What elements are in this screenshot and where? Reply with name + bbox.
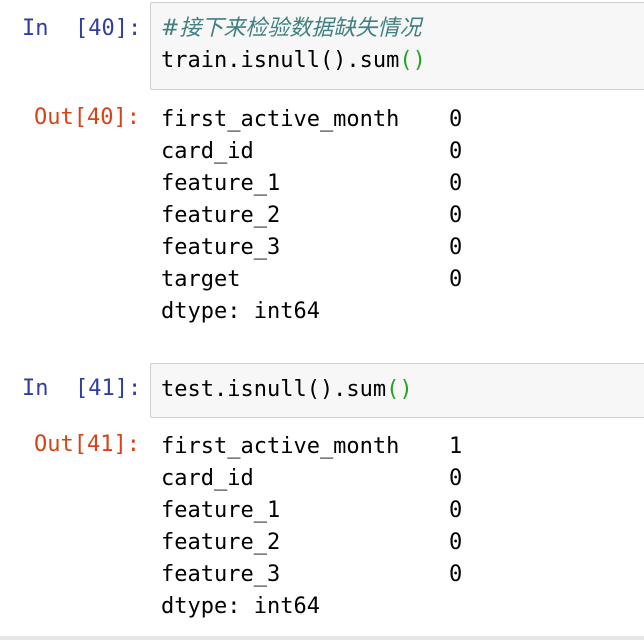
output-row-label: feature_3 <box>161 235 281 260</box>
output-row-label: feature_2 <box>161 203 281 228</box>
code-line: test.isnull().sum() <box>161 374 413 406</box>
output-row-value: 0 <box>449 203 463 228</box>
output-row-label: feature_3 <box>161 562 281 587</box>
matching-parens: () <box>399 48 426 73</box>
matching-parens: () <box>386 377 413 402</box>
code-line: train.isnull().sum() <box>161 45 426 77</box>
code-input-area[interactable]: test.isnull().sum() <box>150 363 644 418</box>
output-row-label: card_id <box>161 139 254 164</box>
output-row-value: 0 <box>449 267 463 292</box>
output-row-value: 0 <box>449 466 463 491</box>
output-row-label: card_id <box>161 466 254 491</box>
code-text: train.isnull().sum <box>161 48 400 73</box>
output-dtype: dtype: int64 <box>161 594 320 619</box>
output-row-value: 0 <box>449 107 463 132</box>
code-comment: #接下来检验数据缺失情况 <box>161 16 422 41</box>
notebook-cell-40[interactable]: In [40]: #接下来检验数据缺失情况 train.isnull().sum… <box>0 0 644 340</box>
output-row-label: feature_2 <box>161 530 281 555</box>
output-row-value: 1 <box>449 434 463 459</box>
output-row-value: 0 <box>449 139 463 164</box>
output-row-value: 0 <box>449 530 463 555</box>
code-text: test.isnull().sum <box>161 377 387 402</box>
output-row-value: 0 <box>449 235 463 260</box>
notebook-cell-41[interactable]: In [41]: test.isnull().sum() Out[41]: fi… <box>0 360 644 636</box>
output-row-label: feature_1 <box>161 498 281 523</box>
output-row-label: feature_1 <box>161 171 281 196</box>
output-row-label: first_active_month <box>161 107 400 132</box>
output-prompt: Out[41]: <box>34 432 140 457</box>
input-prompt: In [40]: <box>22 16 142 41</box>
horizontal-scrollbar[interactable] <box>0 636 644 640</box>
output-row-value: 0 <box>449 498 463 523</box>
output-row-value: 0 <box>449 171 463 196</box>
output-row-label: target <box>161 267 241 292</box>
input-prompt: In [41]: <box>22 376 142 401</box>
output-row-value: 0 <box>449 562 463 587</box>
output-dtype: dtype: int64 <box>161 299 320 324</box>
code-input-area[interactable]: #接下来检验数据缺失情况 train.isnull().sum() <box>150 2 644 90</box>
output-row-label: first_active_month <box>161 434 400 459</box>
output-prompt: Out[40]: <box>34 105 140 130</box>
